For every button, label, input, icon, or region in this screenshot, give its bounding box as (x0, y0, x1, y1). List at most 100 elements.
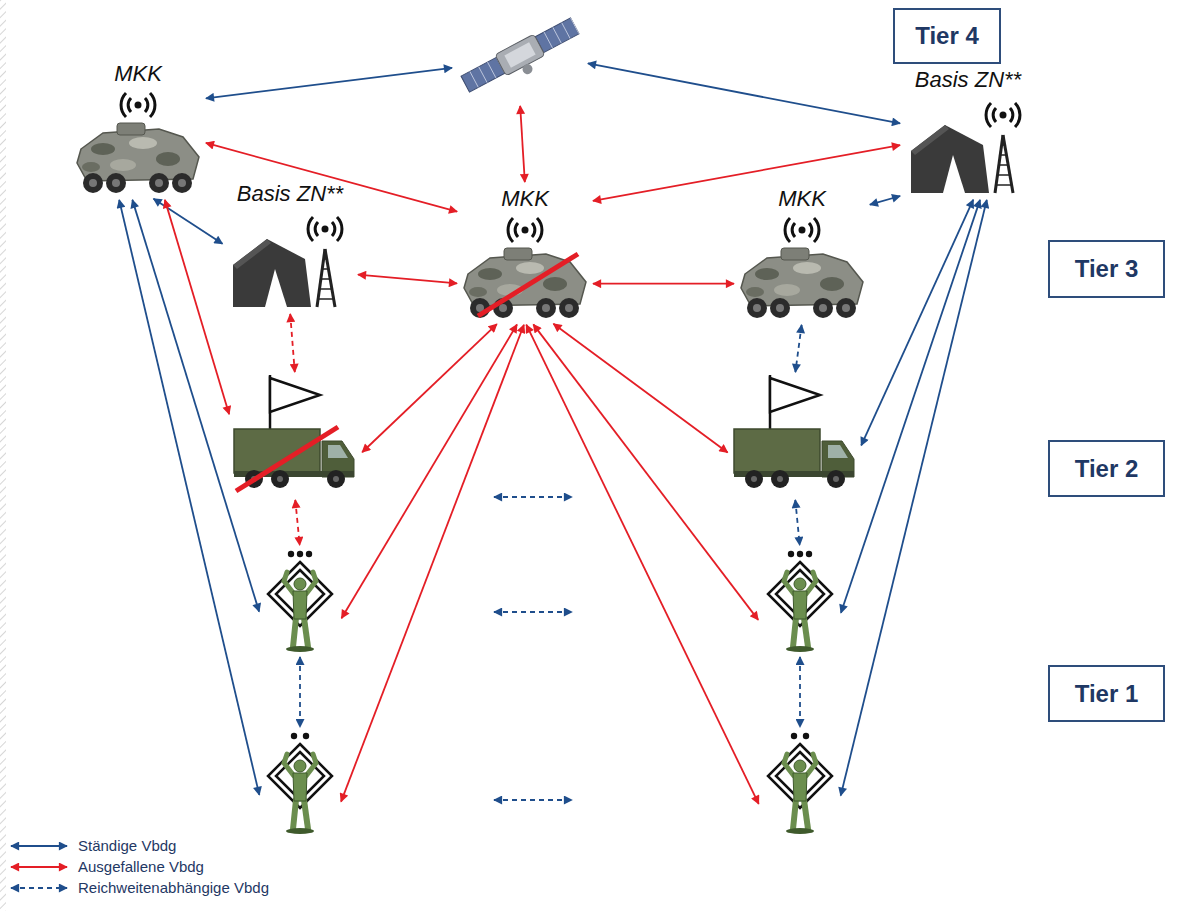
legend-text: Reichweitenabhängige Vbdg (78, 879, 269, 896)
connection-arrow (295, 500, 299, 545)
connection-arrow (795, 500, 799, 545)
legend-line-sample (8, 882, 70, 894)
unit-symbol (768, 744, 832, 808)
tier-box: Tier 3 (1048, 240, 1165, 298)
node-label: MKK (501, 185, 549, 212)
range-arrow (494, 496, 572, 498)
connection-arrow (342, 325, 517, 619)
connection-arrow (841, 200, 987, 796)
soldier-figure (784, 754, 816, 834)
antenna-mast (317, 249, 335, 307)
vehicle-node: MKK (73, 60, 203, 197)
connection-arrow (841, 200, 980, 613)
apc-icon (73, 87, 203, 197)
vehicle-node: MKK (460, 185, 590, 322)
unit-symbol (768, 562, 832, 626)
connection-arrow (588, 63, 900, 123)
base-tent (911, 125, 989, 193)
soldier-node (260, 730, 340, 836)
legend-text: Ausgefallene Vbdg (78, 858, 204, 875)
failure-strike (236, 427, 338, 491)
legend: Ständige VbdgAusgefallene VbdgReichweite… (8, 835, 269, 898)
connection-arrow (290, 314, 295, 372)
failure-strike (478, 254, 578, 316)
base-tent (233, 239, 311, 307)
range-arrow (494, 799, 572, 801)
soldier-icon (260, 548, 340, 654)
connection-arrow (341, 325, 524, 802)
rank-dot (306, 551, 312, 557)
vehicle-node: MKK (737, 185, 867, 322)
tier-box: Tier 2 (1048, 440, 1165, 497)
node-label: MKK (778, 185, 826, 212)
rank-dot (803, 733, 809, 739)
unit-flag (270, 375, 320, 433)
base-node: Basis ZN** (903, 66, 1033, 197)
satellite-node (455, 8, 585, 103)
legend-entry: Ausgefallene Vbdg (8, 856, 269, 877)
base-node: Basis ZN** (225, 180, 355, 311)
tent-icon (225, 207, 355, 311)
connection-arrow (533, 324, 758, 619)
unit-flag (770, 375, 820, 433)
rank-dot (291, 733, 297, 739)
unit-symbol (268, 562, 332, 626)
connection-arrow (206, 143, 457, 212)
radio-symbol (508, 218, 542, 242)
node-label: MKK (114, 60, 162, 87)
connection-arrow (520, 106, 525, 182)
connection-arrow (526, 325, 758, 804)
radio-symbol (121, 93, 155, 117)
radio-symbol (785, 218, 819, 242)
connection-arrow (206, 68, 452, 99)
armoured-vehicle (77, 123, 199, 193)
truck-icon (734, 429, 854, 488)
connection-arrow (299, 657, 301, 727)
tier-box: Tier 4 (893, 8, 1001, 64)
node-label: Basis ZN** (915, 66, 1021, 93)
edge-hatching (0, 0, 6, 911)
sat-icon (455, 8, 585, 103)
connection-arrow (799, 657, 801, 727)
connection-arrow (870, 196, 900, 205)
soldier-icon (260, 730, 340, 836)
truck-node (730, 375, 860, 497)
tier-box: Tier 1 (1048, 665, 1165, 722)
legend-entry: Reichweitenabhängige Vbdg (8, 877, 269, 898)
tier-label: Tier 4 (915, 22, 979, 50)
unit-symbol (268, 744, 332, 808)
connection-arrow (593, 145, 900, 201)
truck-node (230, 375, 360, 497)
connection-arrow (358, 275, 457, 284)
range-arrow (494, 611, 572, 613)
connection-arrow (165, 200, 229, 414)
legend-line-sample (8, 861, 70, 873)
connection-arrow (362, 324, 497, 452)
rank-dot (806, 551, 812, 557)
legend-line-sample (8, 840, 70, 852)
soldier-icon (760, 730, 840, 836)
soldier-icon (760, 548, 840, 654)
rank-dot (297, 551, 303, 557)
connection-arrow (593, 283, 734, 285)
soldier-figure (284, 754, 316, 834)
armoured-vehicle (741, 248, 863, 318)
tier-label: Tier 2 (1075, 455, 1139, 483)
truck-icon (234, 427, 354, 491)
tier-label: Tier 1 (1075, 680, 1139, 708)
rank-dot (791, 733, 797, 739)
truck-icon (730, 375, 860, 497)
legend-entry: Ständige Vbdg (8, 835, 269, 856)
soldier-figure (784, 572, 816, 652)
truck-icon (230, 375, 360, 497)
satellite-icon (460, 15, 585, 102)
legend-text: Ständige Vbdg (78, 837, 176, 854)
rank-dot (788, 551, 794, 557)
apc-icon (737, 212, 867, 322)
soldier-node (760, 548, 840, 654)
radio-symbol (308, 217, 342, 241)
tier-label: Tier 3 (1075, 255, 1139, 283)
soldier-node (760, 730, 840, 836)
